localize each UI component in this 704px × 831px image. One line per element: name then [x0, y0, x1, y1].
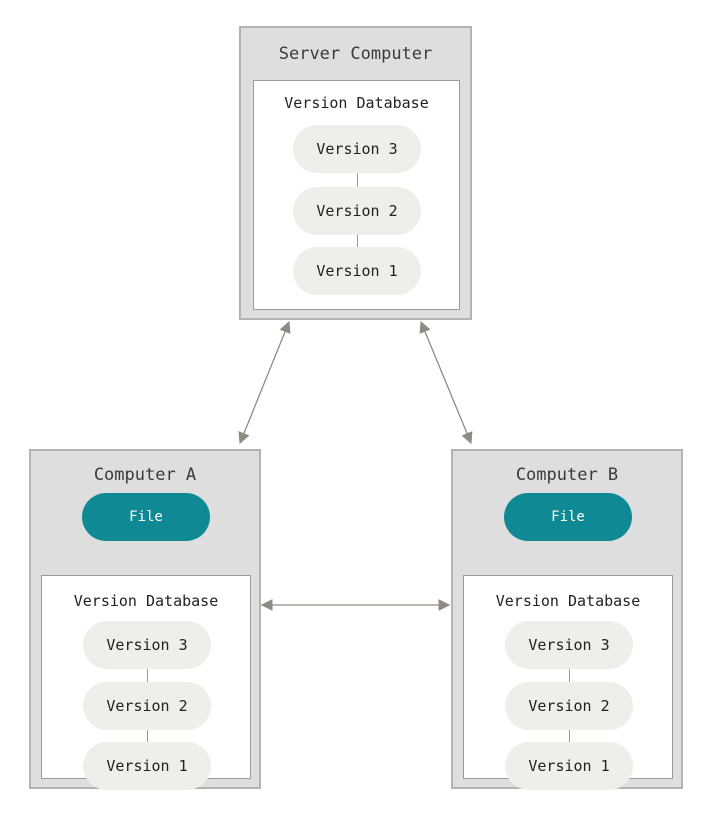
computer-b-database-title: Version Database — [495, 592, 641, 610]
computer-a-version-database: Version Database Version 3 Version 2 Ver… — [41, 575, 251, 790]
computer-a-connector-3-2 — [147, 669, 148, 683]
computer-a: Computer A File Version Database Version… — [29, 449, 261, 790]
arrow-server-computer-b — [419, 320, 473, 445]
computer-a-database-title: Version Database — [73, 592, 219, 610]
computer-a-file[interactable]: File — [82, 493, 210, 541]
computer-b-version-1: Version 1 — [505, 742, 633, 790]
computer-b-connector-3-2 — [569, 669, 570, 683]
arrow-server-computer-a — [238, 320, 291, 445]
computer-b-version-database: Version Database Version 3 Version 2 Ver… — [463, 575, 673, 790]
computer-b-version-3: Version 3 — [505, 621, 633, 669]
server-version-2: Version 2 — [293, 187, 421, 235]
computer-b-file[interactable]: File — [504, 493, 632, 541]
computer-b-connector-2-1 — [569, 730, 570, 744]
server-computer: Server Computer Version Database Version… — [239, 26, 472, 320]
computer-a-connector-2-1 — [147, 730, 148, 744]
computer-b-title: Computer B — [515, 465, 619, 485]
server-connector-2-1 — [357, 235, 358, 249]
server-database-title: Version Database — [284, 94, 429, 112]
computer-a-version-2: Version 2 — [83, 682, 211, 730]
computer-a-title: Computer A — [93, 465, 197, 485]
server-version-database: Version Database Version 3 Version 2 Ver… — [253, 80, 460, 310]
server-version-3: Version 3 — [293, 125, 421, 173]
server-computer-title: Server Computer — [278, 44, 433, 64]
computer-a-version-3: Version 3 — [83, 621, 211, 669]
server-version-1: Version 1 — [293, 247, 421, 295]
computer-a-version-1: Version 1 — [83, 742, 211, 790]
computer-b: Computer B File Version Database Version… — [451, 449, 683, 790]
server-connector-3-2 — [357, 173, 358, 187]
computer-b-version-2: Version 2 — [505, 682, 633, 730]
